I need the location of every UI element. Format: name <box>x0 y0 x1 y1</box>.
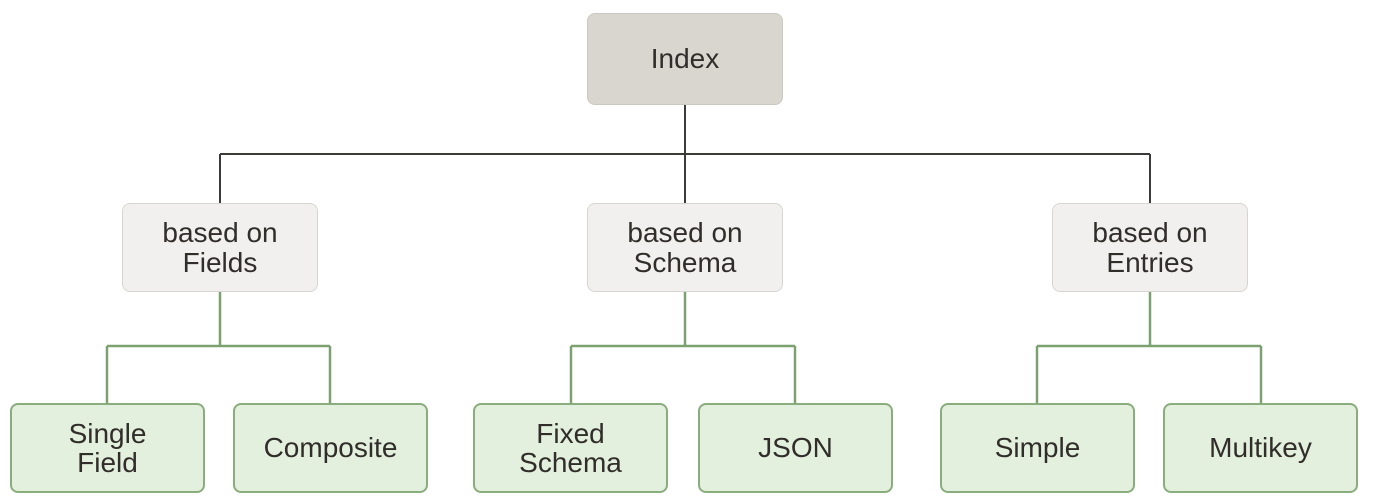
node-multikey: Multikey <box>1163 403 1358 493</box>
node-fixed-schema: Fixed Schema <box>473 403 668 493</box>
node-json: JSON <box>698 403 893 493</box>
node-simple: Simple <box>940 403 1135 493</box>
node-based-on-entries: based on Entries <box>1052 203 1248 292</box>
connector-schema-to-children <box>569 291 797 404</box>
connector-fields-to-children <box>105 291 332 404</box>
connector-entries-to-children <box>1035 291 1263 404</box>
connector-root-to-branches <box>219 104 1151 204</box>
node-index: Index <box>587 13 783 105</box>
node-based-on-schema: based on Schema <box>587 203 783 292</box>
node-single-field: Single Field <box>10 403 205 493</box>
node-based-on-fields: based on Fields <box>122 203 318 292</box>
node-composite: Composite <box>233 403 428 493</box>
